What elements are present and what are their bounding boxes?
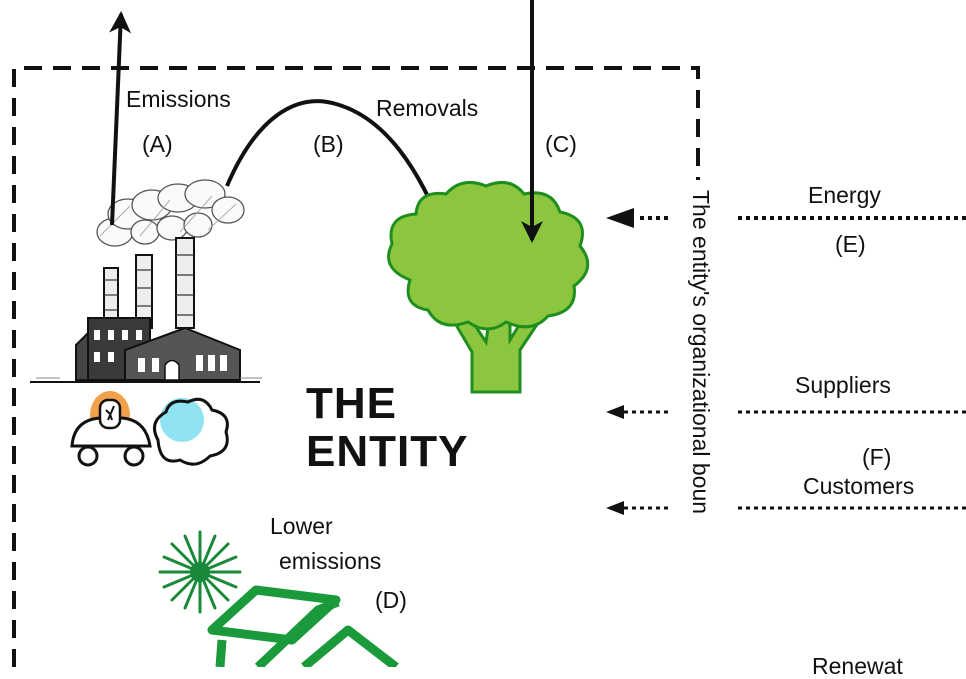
label-d: (D) [375,587,407,613]
label-f: (F) [862,444,892,470]
car-icon [70,391,152,467]
label-c: (C) [545,131,577,157]
exhaust-cloud-icon [152,397,229,466]
suppliers-label: Suppliers [795,372,891,398]
factory-icon [30,179,262,383]
label-e: (E) [835,231,866,257]
lower-emissions-label-line1: Lower [270,513,333,539]
entity-title: THE ENTITY [306,380,468,475]
entity-title-line1: THE [306,379,397,428]
emissions-arrow [109,11,132,226]
solar-box-icon [207,585,399,671]
boundary-label: The entity's organizational boun [688,190,714,515]
tree-icon [387,180,590,394]
label-b: (B) [313,131,344,157]
lower-emissions-label-line2: emissions [279,548,382,574]
entity-title-line2: ENTITY [306,426,469,476]
emissions-label: Emissions [126,86,231,112]
customers-label: Customers [803,473,915,499]
organizational-boundary [12,66,700,667]
removals-label: Removals [376,95,479,121]
label-a: (A) [142,131,173,157]
energy-label: Energy [808,182,881,208]
transfer-arrow [225,99,450,241]
